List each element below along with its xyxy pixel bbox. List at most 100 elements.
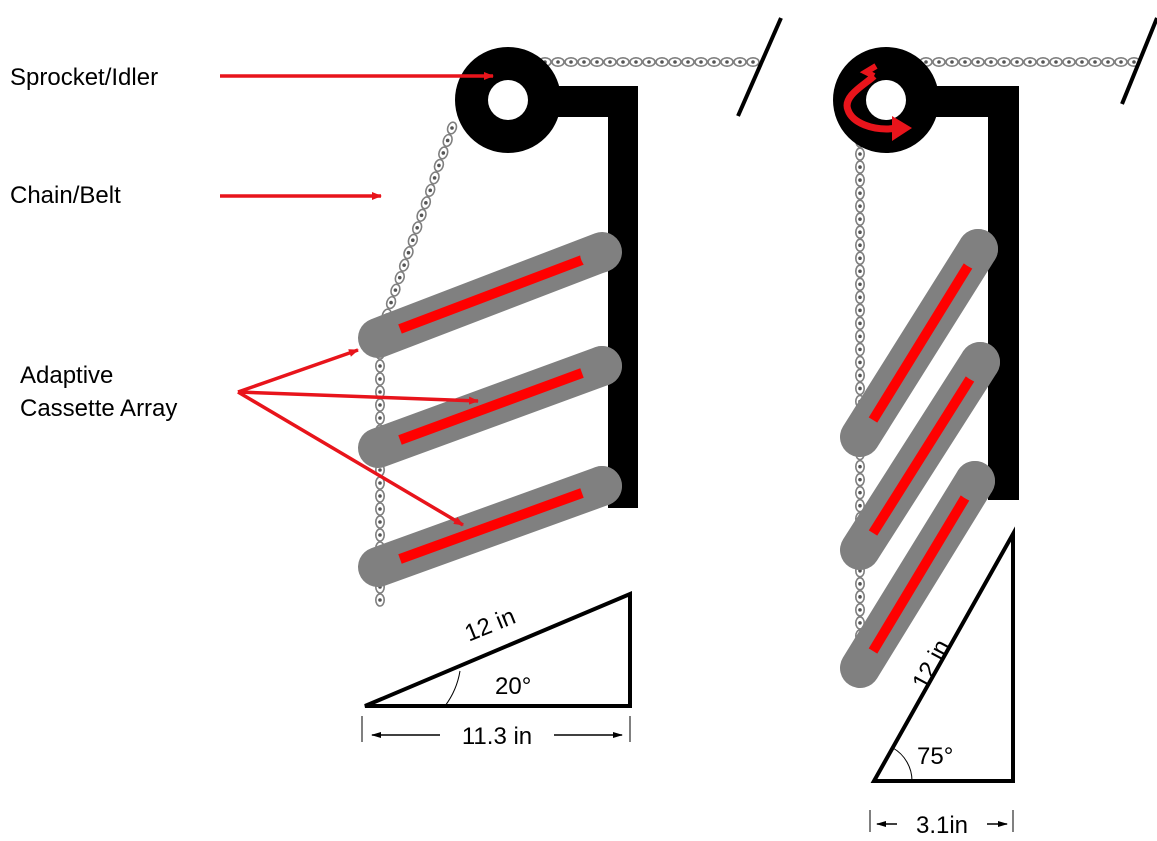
chain-pin bbox=[428, 188, 433, 193]
chain-pin bbox=[582, 60, 586, 64]
chain-pin bbox=[378, 507, 382, 511]
left-base-label: 11.3 in bbox=[462, 723, 532, 750]
left-angle-label: 20° bbox=[495, 673, 531, 700]
chain-pin bbox=[608, 60, 612, 64]
array-arrow-1 bbox=[237, 348, 359, 394]
chain-break-mark-right bbox=[1120, 17, 1157, 105]
chain-pin bbox=[751, 60, 755, 64]
chain-pin bbox=[378, 364, 382, 368]
chain-pin bbox=[415, 225, 419, 230]
chain-pin bbox=[858, 477, 862, 482]
chain-pin bbox=[858, 178, 862, 182]
right-configuration: 12 in 75° 3.1in bbox=[833, 17, 1157, 839]
chain-pin bbox=[976, 60, 980, 64]
chain-pin bbox=[378, 520, 382, 524]
chain-pin bbox=[858, 373, 862, 378]
chain-pin bbox=[858, 595, 862, 599]
right-angle-label: 75° bbox=[917, 743, 953, 770]
chain-pin bbox=[378, 598, 382, 602]
chain-pin bbox=[424, 201, 428, 205]
chain-pin bbox=[673, 60, 677, 64]
chain-pin bbox=[378, 468, 382, 472]
chain-pin bbox=[924, 60, 928, 64]
chain-pin bbox=[858, 334, 862, 339]
chain-pin bbox=[378, 533, 382, 537]
frame-vertical-bar bbox=[988, 86, 1019, 500]
chain-pin bbox=[1041, 60, 1045, 64]
chain-pin bbox=[858, 204, 862, 208]
chain-pin bbox=[858, 295, 862, 300]
chain-pin bbox=[963, 60, 967, 64]
chain-pin bbox=[406, 250, 411, 255]
array-arrow-2 bbox=[237, 390, 479, 405]
chain-pin bbox=[858, 191, 862, 195]
left-configuration: 12 in 20° 11.3 in bbox=[358, 17, 783, 750]
chain-pin bbox=[858, 269, 862, 274]
chain-pin bbox=[858, 621, 862, 625]
chain-pin bbox=[858, 308, 862, 313]
sprocket-right bbox=[833, 47, 939, 153]
chain-pin bbox=[858, 256, 862, 261]
triangle-75-degrees bbox=[870, 526, 1015, 783]
chain-pin bbox=[378, 403, 382, 407]
chain-pin bbox=[1002, 60, 1006, 64]
cassette-left-1 bbox=[358, 232, 622, 358]
top-chain-left bbox=[538, 56, 760, 67]
chain-pin bbox=[937, 60, 941, 64]
cassette-right-2 bbox=[840, 342, 1000, 570]
chain-pin bbox=[1067, 60, 1071, 64]
chain-pin bbox=[699, 60, 703, 64]
top-chain-right bbox=[893, 56, 1141, 67]
chain-pin bbox=[1093, 60, 1097, 64]
chain-pin bbox=[858, 321, 862, 326]
chain-pin bbox=[1015, 60, 1019, 64]
chain-pin bbox=[858, 282, 862, 287]
chain-pin bbox=[569, 60, 573, 64]
chain-pin bbox=[378, 416, 382, 420]
frame-vertical-bar bbox=[608, 86, 638, 508]
chain-pin bbox=[647, 60, 651, 64]
chain-pin bbox=[1106, 60, 1110, 64]
chain-pin bbox=[1054, 60, 1058, 64]
chain-pin bbox=[858, 490, 862, 495]
cassette-left-3 bbox=[358, 466, 622, 587]
chain-pin bbox=[621, 60, 625, 64]
right-base-label: 3.1in bbox=[916, 812, 968, 836]
chain-pin bbox=[858, 582, 862, 586]
cassette-right-1 bbox=[840, 229, 998, 457]
cassette-right-3 bbox=[840, 461, 995, 688]
sprocket-left bbox=[455, 47, 561, 153]
triangle-20-degrees bbox=[364, 590, 632, 708]
chain-pin bbox=[950, 60, 954, 64]
chain-pin bbox=[402, 263, 406, 267]
chain-pin bbox=[858, 230, 862, 234]
chain-pin bbox=[378, 494, 382, 498]
cassette-array-label-line2: Cassette Array bbox=[20, 395, 177, 422]
right-hypotenuse-label: 12 in bbox=[907, 635, 955, 694]
chain-pin bbox=[1119, 60, 1123, 64]
chain-pin bbox=[389, 300, 393, 305]
chain-pin bbox=[378, 377, 382, 381]
chain-pin bbox=[725, 60, 729, 64]
chain-pin bbox=[441, 151, 446, 155]
chain-pin bbox=[595, 60, 599, 64]
chain-pin bbox=[660, 60, 664, 64]
chain-pin bbox=[378, 390, 382, 394]
chain-pin bbox=[432, 176, 437, 180]
chain-pin bbox=[393, 288, 398, 292]
chain-pin bbox=[378, 481, 382, 485]
left-base-dimension bbox=[361, 716, 631, 742]
sprocket-idler-label: Sprocket/Idler bbox=[10, 64, 158, 91]
cassette-left-2 bbox=[358, 346, 622, 468]
chain-pin bbox=[437, 163, 441, 168]
rotation-arrow-icon bbox=[843, 63, 912, 141]
chain-pin bbox=[1028, 60, 1032, 64]
chain-pin bbox=[411, 238, 415, 243]
chain-pin bbox=[450, 126, 454, 130]
chain-pin bbox=[738, 60, 742, 64]
chain-pin bbox=[989, 60, 993, 64]
chain-pin bbox=[556, 60, 560, 64]
chain-pin bbox=[858, 243, 862, 248]
